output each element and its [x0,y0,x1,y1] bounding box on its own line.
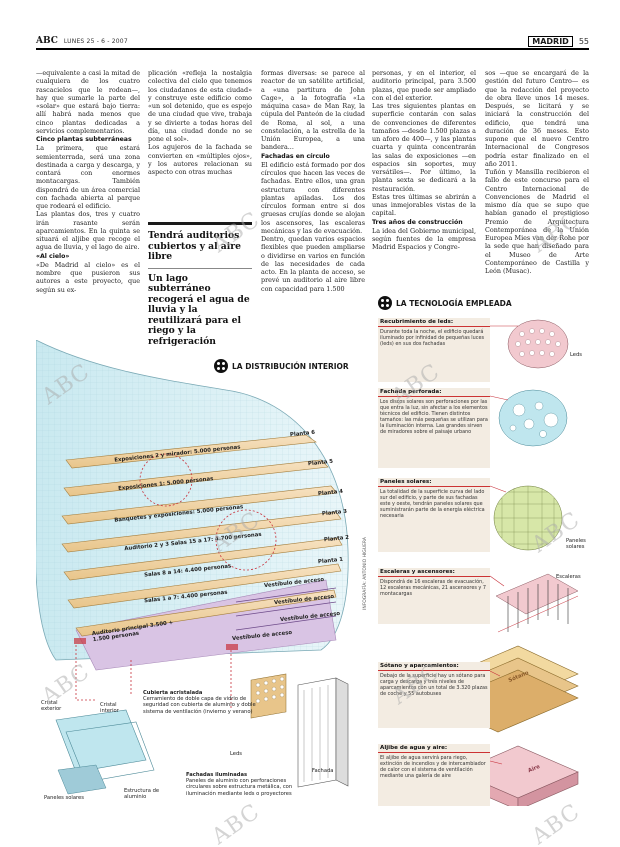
paragraph: La primera, que estará semienterrada, se… [36,144,140,210]
paragraph: sos —que se encargará de la gestión del … [485,69,589,168]
subheading: Fachadas en círculo [261,152,330,160]
paragraph: —equivalente a casi la mitad de cualquie… [36,69,140,135]
sidebar-headlines: Tendrá auditorios cubiertos y al aire li… [148,222,252,347]
publication-name: ABC [36,36,58,46]
technology-title: LA TECNOLOGÍA EMPLEADA [378,296,512,310]
tech-block-solar: Paneles solares: La totalidad de la supe… [378,478,490,552]
paragraph: Las tres siguientes plantas en superfici… [372,102,476,193]
leds-panel-detail [250,673,287,719]
article-column-1: —equivalente a casi la mitad de cualquie… [36,69,140,321]
paragraph: Dentro, quedan varios espacios flexibles… [261,235,365,293]
building-cutaway-illustration [35,339,349,795]
dots-icon [378,296,392,310]
paragraph: Estas tres últimas se abrirán a unas inm… [372,192,476,218]
article-column-3: formas diversas: se parece al reactor de… [261,69,365,321]
page-header: ABC LUNES 25 - 6 - 2007 MADRID 55 [36,36,589,48]
stairs-structure [495,573,579,633]
paragraph: «De Madrid al cielo» es el nombre que pu… [36,260,140,294]
technology-infographic: LA TECNOLOGÍA EMPLEADA [378,296,590,806]
solar-side-label: Paneles solares [566,538,586,551]
aluminium-structure-label: Estructura de aluminio [124,788,160,801]
tech-block-water: Aljibe de agua y aire: El aljibe de agua… [378,744,490,806]
outer-glass-label: Cristal exterior [41,700,62,713]
dots-icon [214,359,228,373]
header-right: MADRID 55 [528,36,589,47]
paragraph: La idea del Gobierno municipal, según fu… [372,226,476,252]
paragraph: formas diversas: se parece al reactor de… [261,69,365,152]
facade-detail [297,677,349,788]
sidebar-separator [148,267,252,269]
subheading: Cinco plantas subterráneas [36,136,132,143]
sidebar-headline-1: Tendrá auditorios cubiertos y al aire li… [148,230,241,262]
leds-sphere [507,319,569,369]
distribution-infographic: LA DISTRIBUCIÓN INTERIOR Exposiciones 2 … [35,339,376,810]
distribution-title: LA DISTRIBUCIÓN INTERIOR [214,359,349,373]
sidebar-bar [148,222,252,225]
leds-side-label: Leds [570,352,582,358]
paragraph: Los agujeros de la fachada se convierten… [148,143,252,176]
inner-glass-label: Cristal interior [100,702,119,715]
subheading: «Al cielo» [36,252,70,260]
glass-roof-caption: Cubierta acristalada Cerramiento de dobl… [143,690,256,715]
glass-layers-detail [55,709,155,795]
page-number: 55 [578,37,589,46]
tech-block-basement: Sótano y aparcamientos: Debajo de la sup… [378,662,490,728]
subheading: Tres años de construcción [372,218,463,226]
infographic-credit: INFOGRAFÍA: ANTONIO HIGUERA [363,537,368,610]
sidebar-headline-2: Un lago subterráneo recogerá el agua de … [148,272,250,347]
paragraph: Tuñón y Mansilla recibieron el fallo de … [485,168,589,275]
lit-facades-caption: Fachadas iluminadas Paneles de aluminio … [186,772,293,797]
stairs-side-label: Escaleras [556,574,581,580]
facade-label: Fachada [312,768,334,774]
solar-panels [493,485,563,551]
leds-label: Leds [230,751,242,757]
issue-date: LUNES 25 - 6 - 2007 [63,38,128,45]
watermark: ABC [527,799,585,847]
tech-block-perforated: Fachada perforada: Los discos solares so… [378,388,490,468]
article-column-2: plicación «refleja la nostalgia colectiv… [148,69,252,199]
header-rule [36,48,589,50]
article-column-4: personas, y en el interior, el auditorio… [372,69,476,279]
floor-slabs [61,434,343,637]
article-column-5: sos —que se encargará de la gestión del … [485,69,589,279]
paragraph: personas, y en el interior, el auditorio… [372,69,476,102]
paragraph: El edificio está formado por dos círculo… [261,160,365,235]
perforated-facade [498,389,568,447]
tech-block-leds: Recubrimiento de leds: Durante toda la n… [378,318,490,382]
paragraph: Las plantas dos, tres y cuatro irán rasa… [36,210,140,252]
tech-block-stairs: Escaleras y ascensores: Dispondrá de 16 … [378,568,490,624]
solar-panels-label: Paneles solares [44,795,84,801]
header-left: ABC LUNES 25 - 6 - 2007 [36,36,128,46]
section-name: MADRID [528,36,573,47]
paragraph: plicación «refleja la nostalgia colectiv… [148,69,252,143]
